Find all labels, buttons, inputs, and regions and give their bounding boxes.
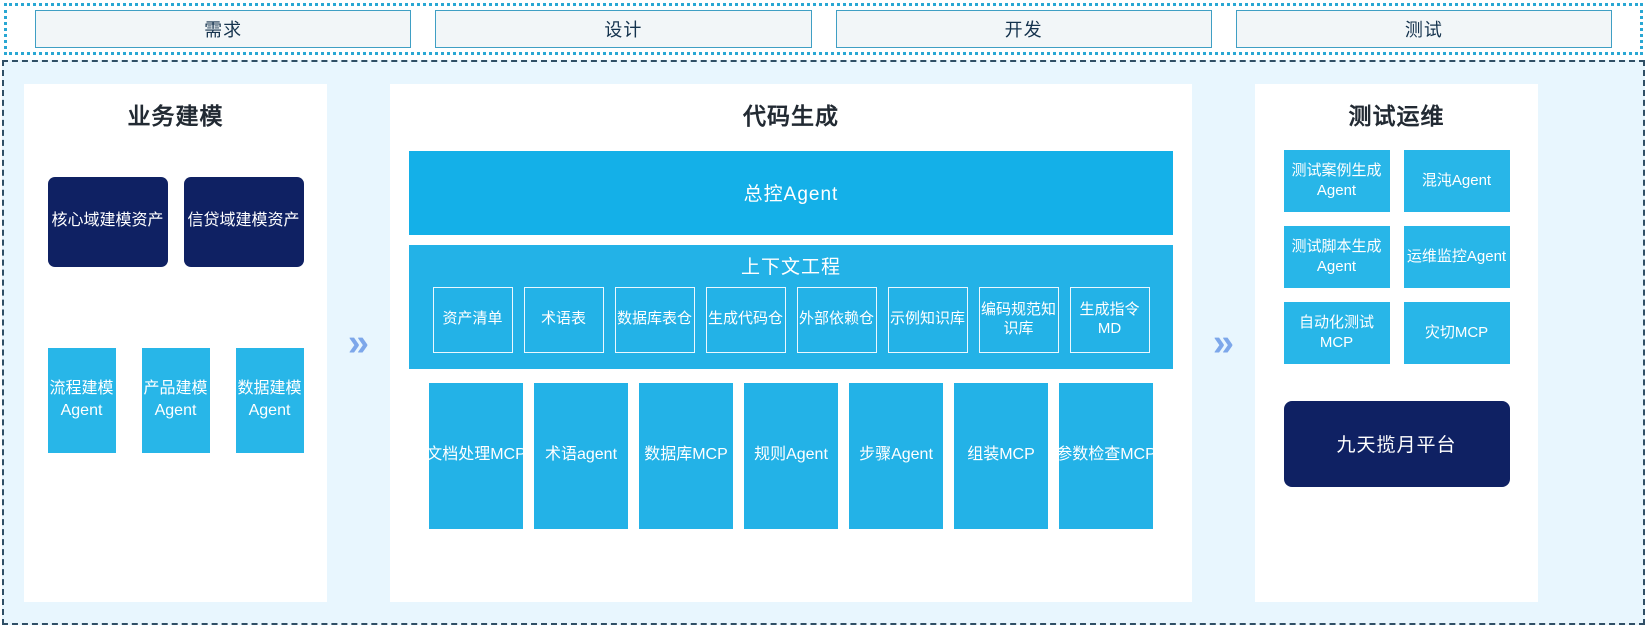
panel-title-business-modeling: 业务建模 [127,102,224,129]
context-item-generation-instruction-md[interactable]: 生成指令MD [1069,286,1150,353]
ops-tile-label: 测试脚本生成Agent [1291,238,1382,275]
context-engineering-title: 上下文工程 [740,256,841,278]
context-item-label: 术语表 [540,310,586,328]
tool-label: 规则Agent [754,446,828,464]
phase-label: 需求 [204,20,243,40]
panel-title-code-generation: 代码生成 [743,102,839,129]
agent-tile-data-modeling[interactable]: 数据建模Agent [235,347,304,453]
ops-tile-label: 灾切MCP [1424,323,1489,341]
tool-label: 术语agent [544,446,618,464]
context-item-label: 资产清单 [442,310,503,328]
ops-tile-test-case-generation-agent[interactable]: 测试案例生成Agent [1283,149,1390,212]
ops-tile-chaos-agent[interactable]: 混沌Agent [1403,149,1510,212]
context-item-label: 示例知识库 [889,310,965,328]
phase-tab-development[interactable]: 开发 [835,10,1212,48]
phase-strip: 需求 设计 开发 测试 [4,3,1643,55]
ops-tile-label: 运维监控Agent [1406,247,1507,265]
tool-parameter-check-mcp[interactable]: 参数检查MCP [1056,382,1156,529]
test-ops-tile-grid: 测试案例生成Agent 混沌Agent 测试脚本生成Agent 运维监控Agen… [1255,149,1538,364]
tool-rule-agent[interactable]: 规则Agent [744,382,838,529]
tool-glossary-agent[interactable]: 术语agent [534,382,628,529]
phase-label: 测试 [1404,20,1443,40]
tool-label: 步骤Agent [859,446,933,464]
asset-card-credit-domain[interactable]: 信贷域建模资产 [183,176,304,267]
context-item-coding-standard-knowledge-base[interactable]: 编码规范知识库 [978,286,1059,353]
context-item-label: 数据库表仓 [616,310,692,328]
tool-label: 数据库MCP [644,446,728,464]
chevron-right-icon-code-to-testops: » [1212,321,1235,364]
tool-step-agent[interactable]: 步骤Agent [849,382,943,529]
agent-tile-process-modeling[interactable]: 流程建模Agent [47,347,116,453]
context-item-glossary[interactable]: 术语表 [523,286,604,353]
phase-tab-design[interactable]: 设计 [435,10,812,48]
context-engineering-band: 上下文工程 资产清单 术语表 数据库表仓 生成代码仓 外部依赖仓 示例知识库 编… [409,244,1173,369]
tool-doc-processing-mcp[interactable]: 文档处理MCP [426,382,526,529]
business-asset-group: 核心域建模资产 信贷域建模资产 [24,176,327,267]
context-item-generated-code-repo[interactable]: 生成代码仓 [705,286,786,353]
panel-business-modeling: 业务建模 核心域建模资产 信贷域建模资产 流程建模Agent 产品建模Agent… [24,83,327,602]
panel-title-test-ops: 测试运维 [1348,102,1445,129]
tool-row: 文档处理MCP 术语agent 数据库MCP 规则Agent 步骤Agent 组… [409,382,1173,529]
architecture-container: 业务建模 核心域建模资产 信贷域建模资产 流程建模Agent 产品建模Agent… [2,60,1645,625]
context-item-row: 资产清单 术语表 数据库表仓 生成代码仓 外部依赖仓 示例知识库 编码规范知识库… [417,286,1165,353]
ops-tile-label: 混沌Agent [1421,171,1492,189]
ops-tile-disaster-switch-mcp[interactable]: 灾切MCP [1403,301,1510,364]
tool-label: 文档处理MCP [426,446,526,464]
ops-tile-label: 测试案例生成Agent [1291,162,1382,199]
agent-label: 数据建模Agent [237,380,302,419]
tool-database-mcp[interactable]: 数据库MCP [639,382,733,529]
asset-label: 信贷域建模资产 [187,212,300,230]
master-agent-label: 总控Agent [743,184,839,205]
tool-assembly-mcp[interactable]: 组装MCP [954,382,1048,529]
asset-card-core-domain[interactable]: 核心域建模资产 [47,176,168,267]
phase-tab-testing[interactable]: 测试 [1235,10,1612,48]
asset-label: 核心域建模资产 [51,212,164,230]
context-item-label: 生成指令MD [1079,300,1140,337]
tool-label: 参数检查MCP [1056,446,1156,464]
business-agent-group: 流程建模Agent 产品建模Agent 数据建模Agent [24,347,327,453]
panel-code-generation: 代码生成 总控Agent 上下文工程 资产清单 术语表 数据库表仓 生成代码仓 … [390,83,1192,602]
master-agent-band[interactable]: 总控Agent [409,150,1173,235]
context-item-external-dependency-repo[interactable]: 外部依赖仓 [796,286,877,353]
ops-tile-operations-monitoring-agent[interactable]: 运维监控Agent [1403,225,1510,288]
platform-label: 九天揽月平台 [1336,435,1457,456]
context-item-db-table-repo[interactable]: 数据库表仓 [614,286,695,353]
context-item-asset-list[interactable]: 资产清单 [432,286,513,353]
tool-label: 组装MCP [967,446,1035,464]
phase-tab-requirements[interactable]: 需求 [35,10,412,48]
ops-tile-automated-test-mcp[interactable]: 自动化测试MCP [1283,301,1390,364]
ops-tile-label: 自动化测试MCP [1298,314,1374,351]
chevron-right-icon-business-to-code: » [347,321,370,364]
platform-card-jiutian[interactable]: 九天揽月平台 [1283,400,1510,487]
ops-tile-test-script-generation-agent[interactable]: 测试脚本生成Agent [1283,225,1390,288]
context-item-label: 生成代码仓 [707,310,783,328]
agent-label: 产品建模Agent [143,380,208,419]
phase-label: 开发 [1004,20,1043,40]
context-item-label: 外部依赖仓 [798,310,874,328]
agent-label: 流程建模Agent [49,380,114,419]
phase-label: 设计 [604,20,643,40]
context-item-example-knowledge-base[interactable]: 示例知识库 [887,286,968,353]
panel-test-ops: 测试运维 测试案例生成Agent 混沌Agent 测试脚本生成Agent 运维监… [1255,83,1538,602]
agent-tile-product-modeling[interactable]: 产品建模Agent [141,347,210,453]
context-item-label: 编码规范知识库 [980,300,1056,337]
